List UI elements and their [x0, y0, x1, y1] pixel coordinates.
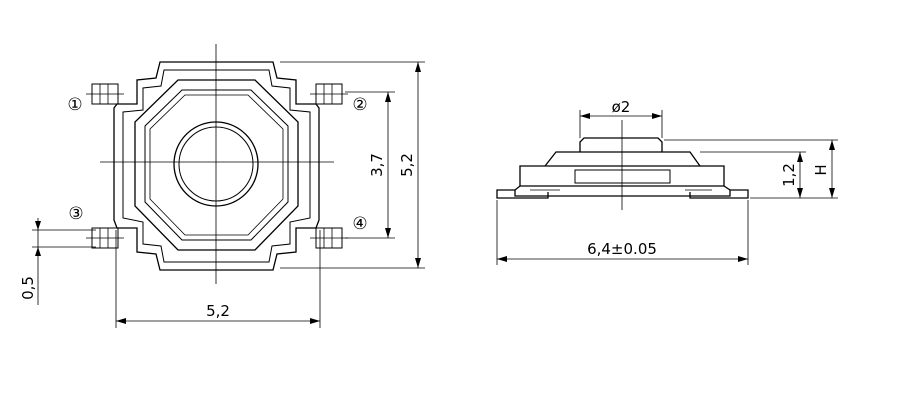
dim-pin-span-3-7: 3,7: [345, 91, 395, 239]
side-view: ø2 6,4±0.05 1,2 H: [496, 98, 838, 265]
dim-width-label: 5,2: [206, 302, 230, 320]
dim-height-label: 5,2: [398, 153, 416, 177]
dim-pin-span-label: 3,7: [368, 153, 386, 177]
pin-2: [310, 83, 348, 105]
terminal-right: [689, 189, 749, 199]
dim-length-label: 6,4±0.05: [587, 240, 657, 258]
dim-actuator-dia: ø2: [579, 98, 663, 138]
pin-1: [86, 83, 124, 105]
cap-octagon-outer: [134, 79, 299, 251]
dim-pin-width-0-5: 0,5: [19, 218, 96, 305]
dim-length: 6,4±0.05: [496, 200, 749, 265]
cap-octagon-inner2: [149, 94, 284, 236]
dim-height-5-2: 5,2: [280, 61, 425, 269]
dim-width-5-2: 5,2: [115, 230, 321, 328]
dim-total-height: H: [664, 139, 838, 199]
terminal-left: [496, 189, 549, 199]
cap-octagon-inner: [144, 89, 289, 241]
dim-body-height-label: 1,2: [780, 163, 798, 187]
dim-pin-width-label: 0,5: [19, 276, 37, 300]
dim-body-height: 1,2: [700, 151, 806, 199]
actuator-profile: [579, 137, 663, 152]
pin-4: [310, 227, 348, 249]
pin-label-2: ②: [352, 95, 367, 115]
dim-actuator-dia-label: ø2: [612, 98, 631, 116]
body-window: [574, 169, 671, 184]
dim-total-height-label: H: [812, 164, 830, 175]
base-profile: [514, 185, 731, 197]
cap-profile: [544, 151, 701, 167]
pin-label-1: ①: [67, 95, 82, 115]
top-view: ① ② ③ ④ 5,2 3,7 5,2: [19, 44, 425, 328]
body-inner-outline: [122, 69, 311, 263]
pin-3: [86, 227, 124, 249]
pin-label-4: ④: [352, 214, 367, 234]
pin-label-3: ③: [68, 204, 83, 224]
